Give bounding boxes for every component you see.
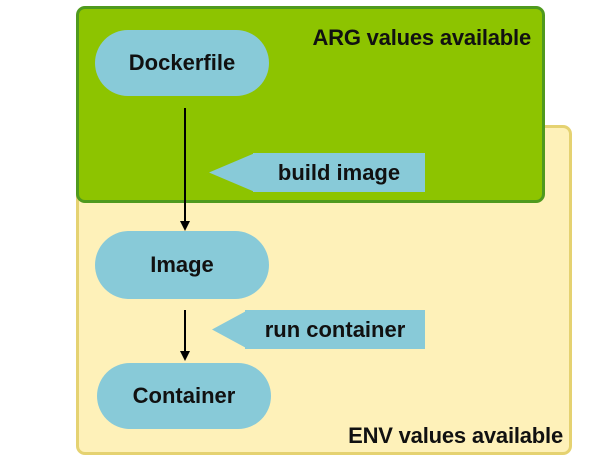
build-step-pointer [209,153,255,192]
build-image-step: build image [209,153,425,192]
image-node-label: Image [150,252,214,277]
dockerfile-node: Dockerfile [95,30,269,96]
container-node: Container [97,363,271,429]
env-region-label: ENV values available [348,423,563,448]
run-step-pointer [212,310,248,349]
image-node: Image [95,231,269,299]
run-container-step: run container [212,310,425,349]
arg-region-label: ARG values available [312,25,531,50]
run-container-label: run container [245,310,425,349]
container-node-label: Container [132,383,236,408]
build-image-label: build image [253,153,425,192]
dockerfile-node-label: Dockerfile [128,50,236,75]
